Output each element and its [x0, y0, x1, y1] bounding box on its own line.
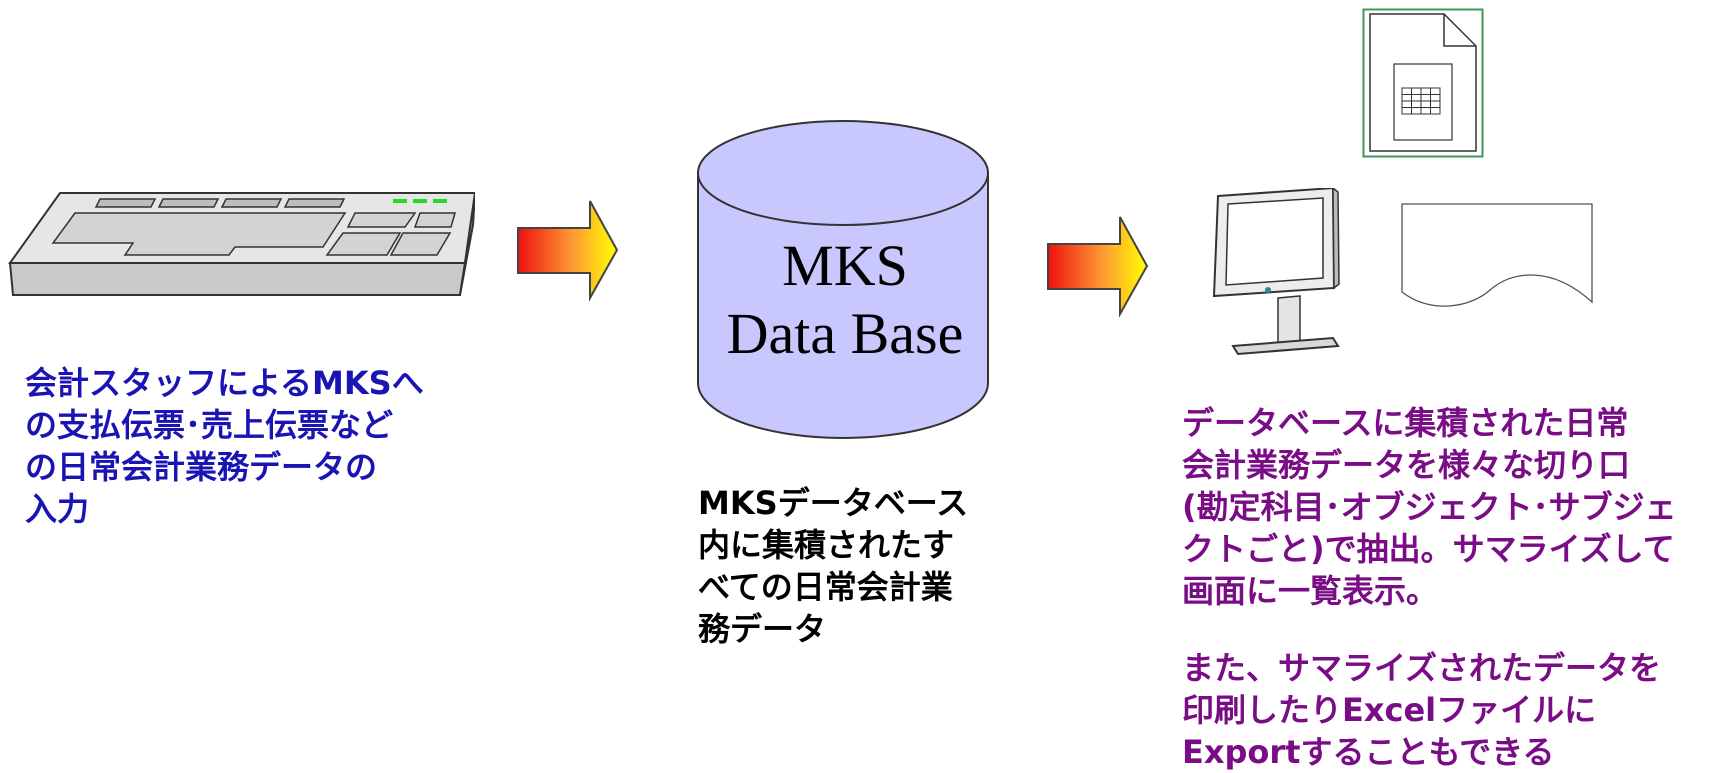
database-label: MKS Data Base: [700, 232, 990, 368]
input-caption: 会計スタッフによるMKSへ の支払伝票･売上伝票など の日常会計業務データの 入…: [25, 364, 424, 528]
printed-document-icon: [1401, 203, 1593, 307]
arrow-right-icon: [1047, 216, 1149, 318]
database-cylinder-icon: [697, 120, 989, 439]
output-caption-summary: データベースに集積された日常 会計業務データを様々な切り口 (勘定科目･オブジェ…: [1182, 404, 1677, 610]
keyboard-icon: [8, 192, 475, 296]
database-caption: MKSデータベース 内に集積されたす べての日常会計業 務データ: [698, 484, 969, 648]
database-label-line2: Data Base: [726, 301, 964, 366]
arrow-right-icon: [517, 200, 619, 302]
database-label-line1: MKS: [782, 233, 908, 298]
excel-file-icon: [1362, 8, 1484, 158]
monitor-icon: [1212, 188, 1340, 356]
output-caption-export: また、サマライズされたデータを 印刷したりExcelファイルに Exportする…: [1182, 649, 1662, 771]
